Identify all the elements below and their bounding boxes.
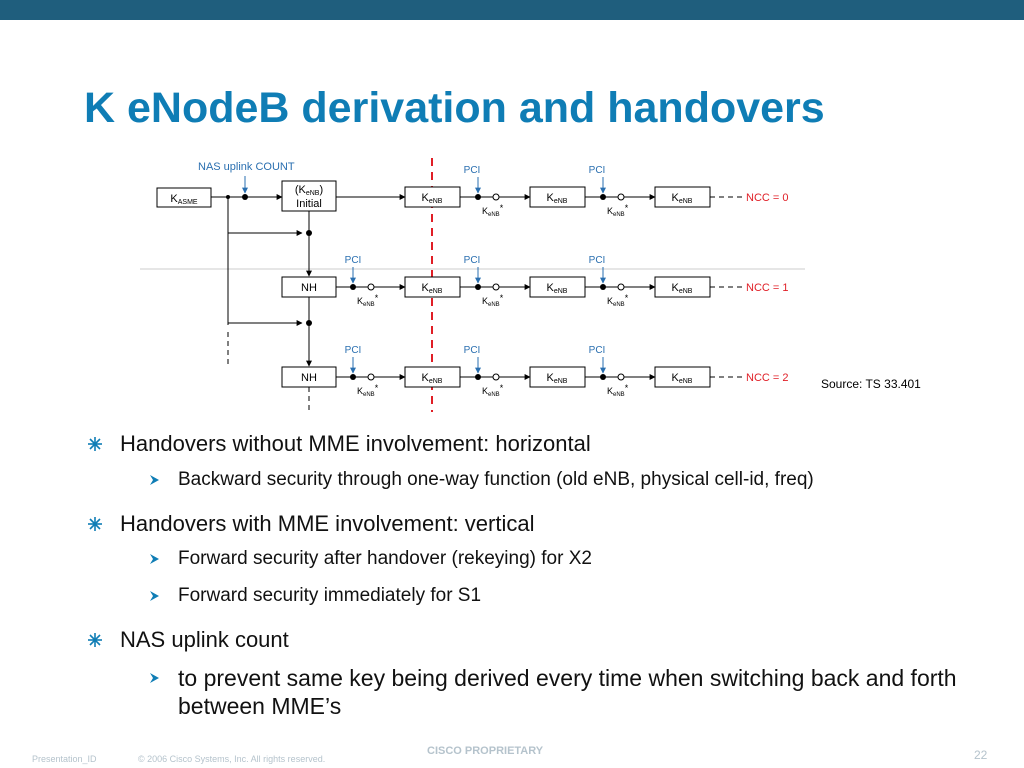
top-bar: [0, 0, 1024, 20]
kenb-box: KeNB: [672, 192, 693, 205]
presentation-id: Presentation_ID: [32, 754, 97, 764]
pci-label: PCI: [464, 165, 481, 176]
kenb-star-label: KeNB*: [607, 293, 629, 308]
kenb-star-label: KeNB*: [607, 203, 629, 218]
sub-bullet-item: Backward security through one-way functi…: [84, 468, 984, 492]
pci-label: PCI: [589, 255, 606, 266]
sub-bullet-item: Forward security immediately for S1: [84, 584, 984, 608]
kenb-star-label: KeNB*: [482, 203, 504, 218]
kenb-star-label: KeNB*: [482, 293, 504, 308]
source-citation: Source: TS 33.401: [821, 377, 921, 391]
kasme-box: KASME: [170, 193, 198, 206]
kenb-box: KeNB: [422, 372, 443, 385]
pci-label: PCI: [589, 345, 606, 356]
bullet-item: Handovers without MME involvement: horiz…: [84, 430, 984, 458]
nas-uplink-count-label: NAS uplink COUNT: [198, 161, 295, 173]
kenb-box: KeNB: [672, 282, 693, 295]
kenb-box: KeNB: [547, 192, 568, 205]
pci-label: PCI: [345, 345, 362, 356]
sub-bullet-text: Backward security through one-way functi…: [178, 469, 814, 490]
pci-label: PCI: [589, 165, 606, 176]
kenb-star-label: KeNB*: [607, 383, 629, 398]
kenb-star-label: KeNB*: [482, 383, 504, 398]
nh-box: NH: [301, 282, 317, 294]
kenb-box: KeNB: [547, 372, 568, 385]
key-derivation-diagram: NAS uplink COUNT KASME (KeNB) Initial Ke…: [140, 158, 805, 412]
sub-bullet-text: to prevent same key being derived every …: [178, 665, 957, 719]
initial-label: Initial: [296, 198, 322, 210]
sub-bullet-item: Forward security after handover (rekeyin…: [84, 547, 984, 571]
copyright-notice: © 2006 Cisco Systems, Inc. All rights re…: [138, 754, 326, 764]
kenb-box: KeNB: [672, 372, 693, 385]
page-number: 22: [974, 748, 988, 762]
pci-label: PCI: [464, 255, 481, 266]
kenb-star-label: KeNB*: [357, 383, 379, 398]
slide-title: K eNodeB derivation and handovers: [84, 84, 825, 132]
sub-bullet-item: to prevent same key being derived every …: [84, 664, 978, 720]
bullet-text: Handovers without MME involvement: horiz…: [120, 431, 591, 456]
snowflake-bullet-icon: [88, 517, 102, 531]
nh-box: NH: [301, 372, 317, 384]
kenb-box: KeNB: [422, 192, 443, 205]
arrow-bullet-icon: [150, 673, 159, 683]
arrow-bullet-icon: [150, 554, 159, 564]
bullet-item: NAS uplink count: [84, 626, 984, 654]
kenb-initial-box: (KeNB): [295, 184, 323, 197]
pci-label: PCI: [464, 345, 481, 356]
proprietary-label: CISCO PROPRIETARY: [427, 745, 544, 757]
kenb-box: KeNB: [422, 282, 443, 295]
ncc-2-label: NCC = 2: [746, 372, 789, 384]
snowflake-bullet-icon: [88, 437, 102, 451]
arrow-bullet-icon: [150, 475, 159, 485]
bullet-item: Handovers with MME involvement: vertical: [84, 510, 984, 538]
bullet-list: Handovers without MME involvement: horiz…: [84, 430, 984, 720]
sub-bullet-text: Forward security immediately for S1: [178, 585, 482, 606]
bullet-text: Handovers with MME involvement: vertical: [120, 511, 535, 536]
ncc-1-label: NCC = 1: [746, 282, 789, 294]
kenb-box: KeNB: [547, 282, 568, 295]
bullet-text: NAS uplink count: [120, 627, 289, 652]
snowflake-bullet-icon: [88, 633, 102, 647]
sub-bullet-text: Forward security after handover (rekeyin…: [178, 548, 592, 569]
arrow-bullet-icon: [150, 591, 159, 601]
kenb-star-label: KeNB*: [357, 293, 379, 308]
ncc-0-label: NCC = 0: [746, 192, 789, 204]
pci-label: PCI: [345, 255, 362, 266]
